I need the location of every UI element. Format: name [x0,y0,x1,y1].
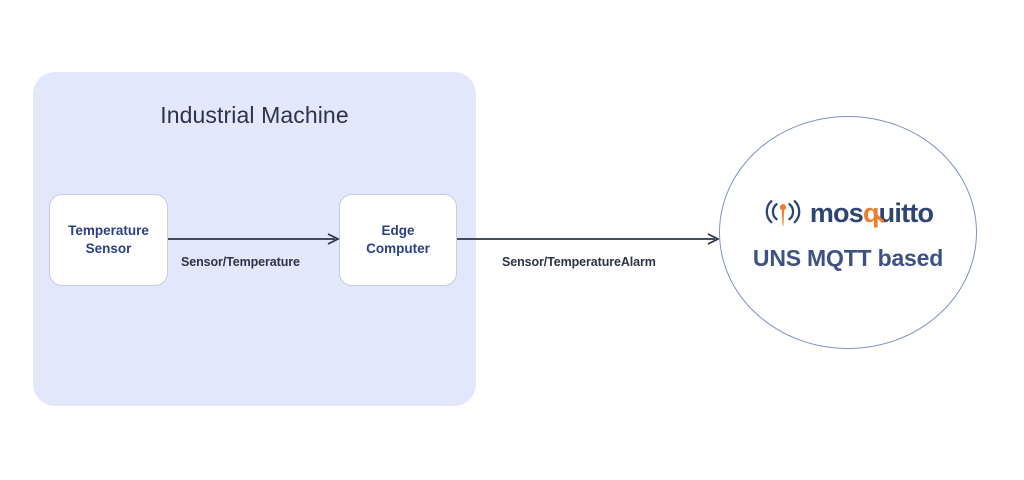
mosquitto-wordmark-suffix: uitto [878,198,934,228]
mqtt-broker-circle [719,116,977,349]
node-temperature-sensor[interactable]: Temperature Sensor [49,194,168,286]
node-temperature-sensor-label: Temperature Sensor [68,222,149,256]
arrow-label-sensor-temperature: Sensor/Temperature [181,255,300,269]
arrow-label-sensor-temperature-alarm: Sensor/TemperatureAlarm [502,255,656,269]
node-edge-computer[interactable]: Edge Computer [339,194,457,286]
signal-antenna-icon [763,196,803,232]
mqtt-broker-caption: UNS MQTT based [752,244,944,271]
arrow-edge-to-broker [457,233,721,245]
node-edge-computer-label: Edge Computer [366,222,430,256]
industrial-machine-title: Industrial Machine [160,102,349,128]
mosquitto-wordmark-prefix: mos [809,198,864,228]
mosquitto-wordmark-q: q [863,198,885,228]
arrow-sensor-to-edge [168,233,342,245]
